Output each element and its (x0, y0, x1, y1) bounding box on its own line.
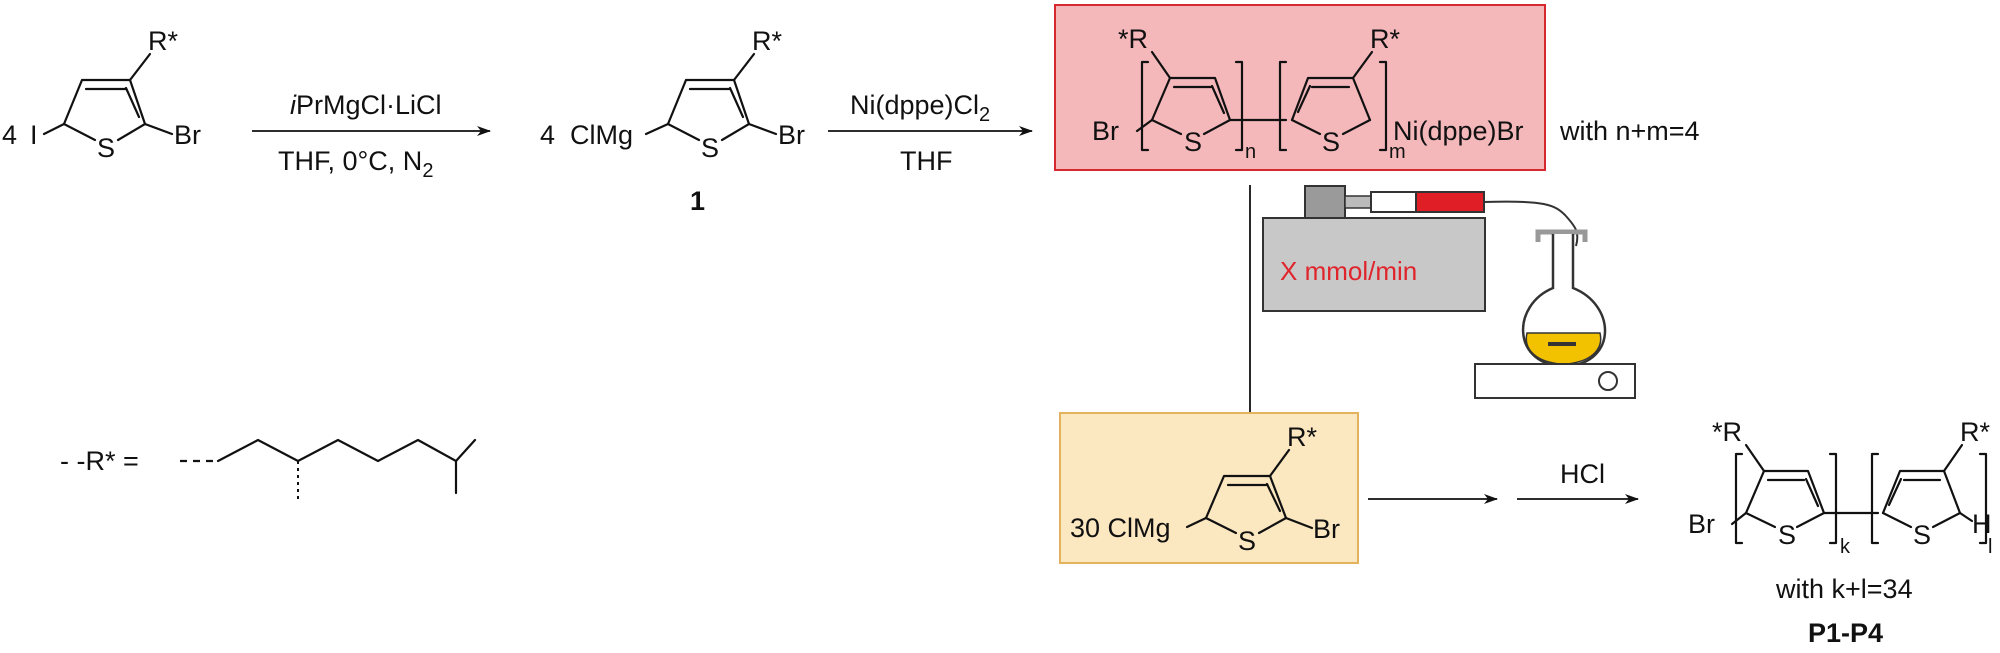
sub-n: n (1245, 141, 1256, 163)
product-note: with k+l=34 (1775, 574, 1913, 604)
sulfur-label: S (1913, 520, 1931, 550)
sulfur-label: S (1184, 127, 1202, 157)
initiator-structure: Br S *R n m S R* Ni(dppe)Br (1092, 24, 1524, 163)
r-star-label: R* (1960, 417, 1990, 447)
compound-1-label: 1 (690, 186, 705, 216)
syringe-pump: X mmol/min (1262, 185, 1579, 312)
star-r-label: *R (1712, 417, 1742, 447)
reaction-arrow-2: Ni(dppe)Cl2 THF (828, 90, 1033, 176)
feed-grignard-label: 30 ClMg (1070, 513, 1171, 543)
bromine-label: Br (1688, 509, 1715, 539)
initiator-note: with n+m=4 (1559, 116, 1700, 146)
step1-coefficient: 4 (2, 120, 17, 150)
pump-pusher (1344, 195, 1372, 209)
r-star-label: R* (1287, 422, 1317, 452)
reaction-arrow-1: iPrMgCl·LiCl THF, 0°C, N2 (252, 90, 491, 182)
reagent-label: iPrMgCl·LiCl (290, 90, 442, 120)
stir-bar (1548, 342, 1576, 346)
starting-thiophene: 4 I S Br R* (2, 26, 201, 163)
solvent-label: THF (900, 146, 952, 176)
conditions-label: THF, 0°C, N2 (278, 146, 433, 182)
side-chain-definition: - -R* = (60, 438, 477, 503)
star-r-label: *R (1118, 24, 1148, 54)
iodine-label: I (30, 120, 38, 150)
sulfur-label: S (1238, 526, 1256, 556)
bromine-label: Br (1313, 514, 1340, 544)
side-chain-label: - -R* = (60, 446, 139, 476)
monomer-feed-box (1059, 412, 1359, 564)
grignard-label: ClMg (570, 120, 633, 150)
hydrogen-label: H (1972, 509, 1992, 539)
sulfur-label: S (1322, 127, 1340, 157)
sulfur-label: S (701, 133, 719, 163)
r-star-label: R* (148, 26, 178, 56)
sub-m: m (1389, 141, 1406, 163)
bromine-label: Br (174, 120, 201, 150)
initiator-box (1054, 4, 1546, 171)
monomer-feed-structure: 30 ClMg S Br R* (1070, 422, 1340, 556)
reaction-flask (1474, 229, 1636, 399)
sub-k: k (1840, 536, 1851, 558)
flow-rate-label: X mmol/min (1280, 256, 1417, 286)
compound1-coefficient: 4 (540, 120, 555, 150)
sub-l: l (1988, 536, 1992, 558)
stir-knob (1598, 371, 1618, 391)
pump-motor (1304, 185, 1346, 219)
r-star-label: R* (752, 26, 782, 56)
syringe-plunger (1415, 191, 1485, 213)
catalyst-label: Ni(dppe)Cl2 (850, 90, 990, 126)
sulfur-label: S (97, 133, 115, 163)
bromine-label: Br (778, 120, 805, 150)
pump-body (1262, 217, 1486, 312)
nickel-end-label: Ni(dppe)Br (1393, 116, 1524, 146)
product-polymer: Br S *R k S R* H l with k+l=34 P1-P4 (1688, 417, 1992, 648)
quench-reagent: HCl (1560, 459, 1605, 489)
compound-1: 4 ClMg S Br R* 1 (540, 26, 805, 216)
syringe-barrel (1370, 191, 1417, 213)
flask-clamp (1535, 229, 1588, 242)
bromine-label: Br (1092, 116, 1119, 146)
r-star-label: R* (1370, 24, 1400, 54)
product-label: P1-P4 (1808, 618, 1883, 648)
sulfur-label: S (1778, 520, 1796, 550)
